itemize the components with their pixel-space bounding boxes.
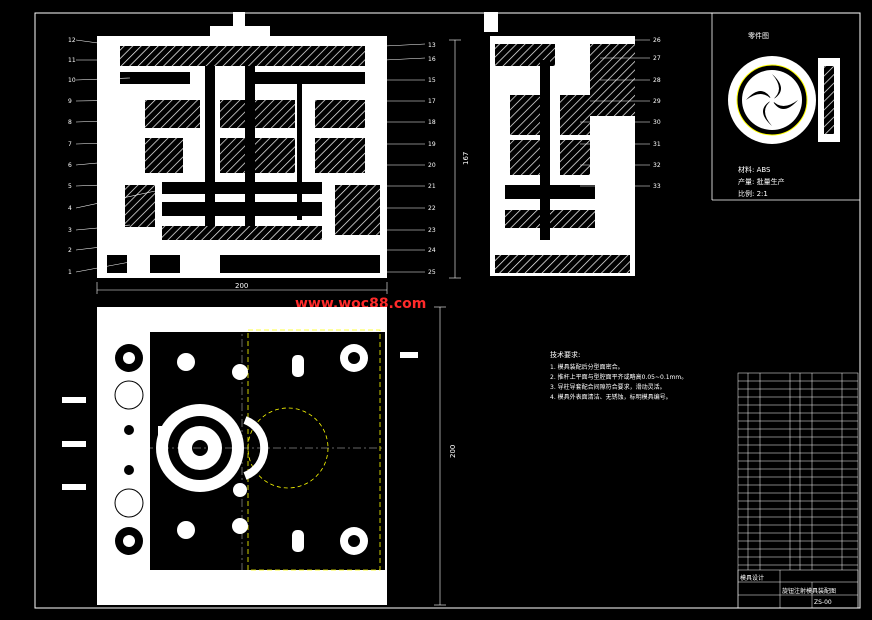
callout-13: 13 xyxy=(428,42,436,49)
dimension-width xyxy=(96,282,388,294)
callout-29: 29 xyxy=(653,98,661,105)
tech-req-line-3: 3. 导柱导套配合间隙符合要求，滑动灵活。 xyxy=(550,383,666,391)
callout-15: 15 xyxy=(428,77,436,84)
dim-width-label: 200 xyxy=(235,282,248,290)
callout-12: 12 xyxy=(68,37,76,44)
drawing-frame xyxy=(34,12,861,609)
callout-8: 8 xyxy=(68,119,72,126)
front-section-view xyxy=(97,12,387,278)
callout-2: 2 xyxy=(68,247,72,254)
tech-req-line-4: 4. 模具外表面清洁、无锈蚀，标明模具编号。 xyxy=(550,393,672,401)
part-view-panel xyxy=(711,13,860,201)
callout-19: 19 xyxy=(428,141,436,148)
callout-31: 31 xyxy=(653,141,661,148)
callout-11: 11 xyxy=(68,57,76,64)
dim-height-label: 167 xyxy=(462,152,470,165)
callout-16: 16 xyxy=(428,56,436,63)
part-scale: 比例: 2:1 xyxy=(738,189,768,198)
title-block-drawing-title: 旋钮注射模具装配图 xyxy=(782,587,836,595)
callout-20: 20 xyxy=(428,162,436,169)
callout-30: 30 xyxy=(653,119,661,126)
callout-21: 21 xyxy=(428,183,436,190)
callout-32: 32 xyxy=(653,162,661,169)
callout-7: 7 xyxy=(68,141,72,148)
callout-26: 26 xyxy=(653,37,661,44)
callout-6: 6 xyxy=(68,162,72,169)
part-view-title: 零件图 xyxy=(748,31,769,40)
right-callouts xyxy=(580,39,650,187)
part-material: 材料: ABS xyxy=(738,165,771,174)
parts-list-table xyxy=(737,372,859,609)
callout-1: 1 xyxy=(68,269,72,276)
left-callout-labels: 12 11 10 9 8 7 6 5 4 3 2 1 xyxy=(68,37,76,276)
dimension-plan-height xyxy=(434,306,446,606)
callout-27: 27 xyxy=(653,55,661,62)
part-production: 产量: 批量生产 xyxy=(738,177,785,186)
left-callouts xyxy=(75,39,161,273)
mid-callout-labels: 13 16 15 17 18 19 20 21 22 23 24 25 xyxy=(428,42,436,276)
callout-23: 23 xyxy=(428,227,436,234)
dim-plan-height-label: 200 xyxy=(449,445,457,458)
callout-9: 9 xyxy=(68,98,72,105)
tech-req-title: 技术要求: xyxy=(550,350,580,359)
right-callout-labels: 26 27 28 29 30 31 32 33 xyxy=(653,37,661,190)
callout-28: 28 xyxy=(653,77,661,84)
callout-4: 4 xyxy=(68,205,72,212)
callout-5: 5 xyxy=(68,183,72,190)
dimension-height xyxy=(449,39,461,279)
tech-req-line-2: 2. 推杆上平面与型腔面平齐或略高0.05~0.1mm。 xyxy=(550,373,687,381)
callout-24: 24 xyxy=(428,247,436,254)
callout-10: 10 xyxy=(68,77,76,84)
callout-22: 22 xyxy=(428,205,436,212)
title-block-sheet-no: ZS-00 xyxy=(814,599,832,606)
tech-req-line-1: 1. 模具装配后分型面密合。 xyxy=(550,363,624,371)
callout-25: 25 xyxy=(428,269,436,276)
mid-callouts xyxy=(384,43,426,273)
side-section-view xyxy=(484,12,635,276)
callout-17: 17 xyxy=(428,98,436,105)
plan-view xyxy=(62,307,418,605)
callout-3: 3 xyxy=(68,227,72,234)
callout-18: 18 xyxy=(428,119,436,126)
callout-33: 33 xyxy=(653,183,661,190)
title-block-school: 模具设计 xyxy=(740,574,764,582)
